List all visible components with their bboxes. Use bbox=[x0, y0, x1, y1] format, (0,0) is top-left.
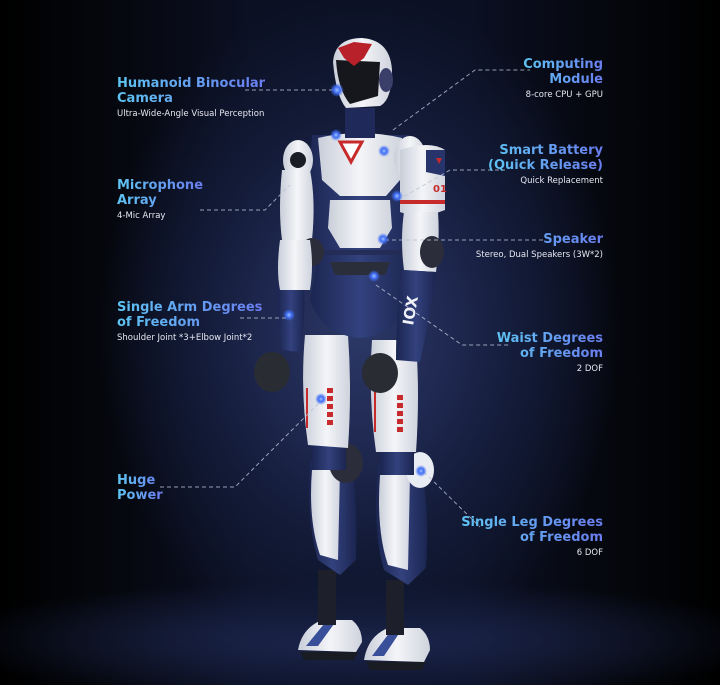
left-foot bbox=[298, 620, 362, 660]
shoulder-marking: 01 bbox=[433, 184, 447, 195]
label-subtitle: 2 DOF bbox=[576, 364, 603, 374]
indicator-dots bbox=[283, 83, 427, 477]
label-title: Speaker bbox=[476, 232, 603, 247]
label-subtitle: 4-Mic Array bbox=[117, 211, 166, 221]
label-subtitle: Stereo, Dual Speakers (3W*2) bbox=[475, 250, 603, 260]
right-foot bbox=[364, 628, 430, 670]
label-speaker: Speaker Stereo, Dual Speakers (3W*2) bbox=[476, 232, 603, 261]
arm-marking: IOX bbox=[399, 294, 422, 326]
label-subtitle: Quick Replacement bbox=[520, 176, 603, 186]
label-subtitle: 6 DOF bbox=[576, 548, 603, 558]
label-smart-battery: Smart Battery(Quick Release) Quick Repla… bbox=[488, 143, 603, 187]
label-subtitle: Ultra-Wide-Angle Visual Perception bbox=[117, 109, 265, 119]
label-title: Smart Battery(Quick Release) bbox=[488, 143, 603, 173]
label-subtitle: 8-core CPU + GPU bbox=[525, 90, 603, 100]
label-subtitle: Shoulder Joint *3+Elbow Joint*2 bbox=[117, 333, 253, 343]
